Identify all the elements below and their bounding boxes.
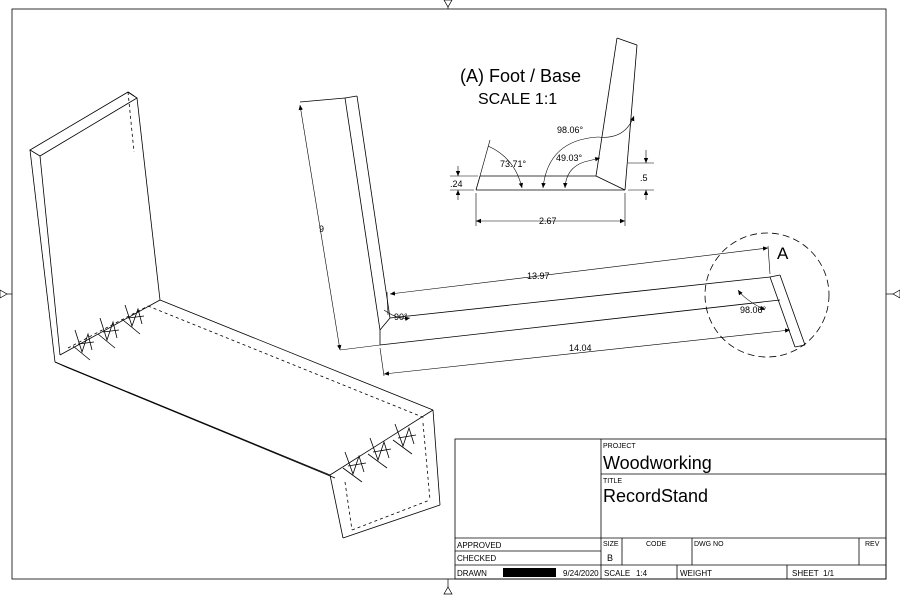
approved-label: APPROVED [457, 541, 502, 550]
rev-label: REV [865, 541, 880, 548]
dwg-label: DWG NO [694, 541, 724, 548]
side-height-dim: 9 [319, 224, 324, 234]
detail-title: (A) Foot / Base [460, 66, 581, 86]
weight-label: WEIGHT [680, 569, 712, 578]
isometric-view [29, 91, 441, 539]
side-lower-length: 14.04 [569, 343, 592, 353]
title-block [454, 438, 887, 580]
detail-length: 2.67 [539, 216, 557, 226]
sheet-border [11, 8, 887, 580]
drawn-label: DRAWN [457, 569, 487, 578]
detail-height-left: .24 [450, 179, 463, 189]
detail-scale: SCALE 1:1 [478, 91, 557, 108]
sheet-label: SHEET [792, 569, 819, 578]
detail-callout-circle [704, 232, 830, 358]
detail-angle-mid: 49.03° [556, 153, 583, 163]
checked-label: CHECKED [457, 554, 496, 563]
callout-angle: 98.06° [740, 305, 767, 315]
size-value: B [607, 553, 613, 563]
side-view-dimensions [298, 104, 791, 377]
scale-label: SCALE [604, 569, 630, 578]
drawn-by-redaction [503, 568, 556, 577]
callout-letter: A [777, 244, 789, 263]
project-value: Woodworking [603, 453, 712, 473]
drawn-date: 9/24/2020 [563, 569, 599, 578]
detail-a-dimensions [450, 115, 654, 226]
detail-height-right: .5 [640, 173, 648, 183]
title-value: RecordStand [603, 486, 708, 506]
detail-angle-top: 98.06° [557, 125, 584, 135]
detail-angle-left: 73.71° [500, 159, 527, 169]
side-upper-length: 13.97 [527, 271, 550, 281]
side-corner-angle: 90° [394, 312, 408, 322]
code-label: CODE [646, 541, 667, 548]
project-label: PROJECT [603, 443, 636, 450]
title-label: TITLE [603, 478, 622, 485]
size-label: SIZE [603, 541, 619, 548]
side-view [299, 95, 830, 358]
sheet-value: 1/1 [823, 569, 835, 578]
scale-value: 1:4 [636, 569, 648, 578]
